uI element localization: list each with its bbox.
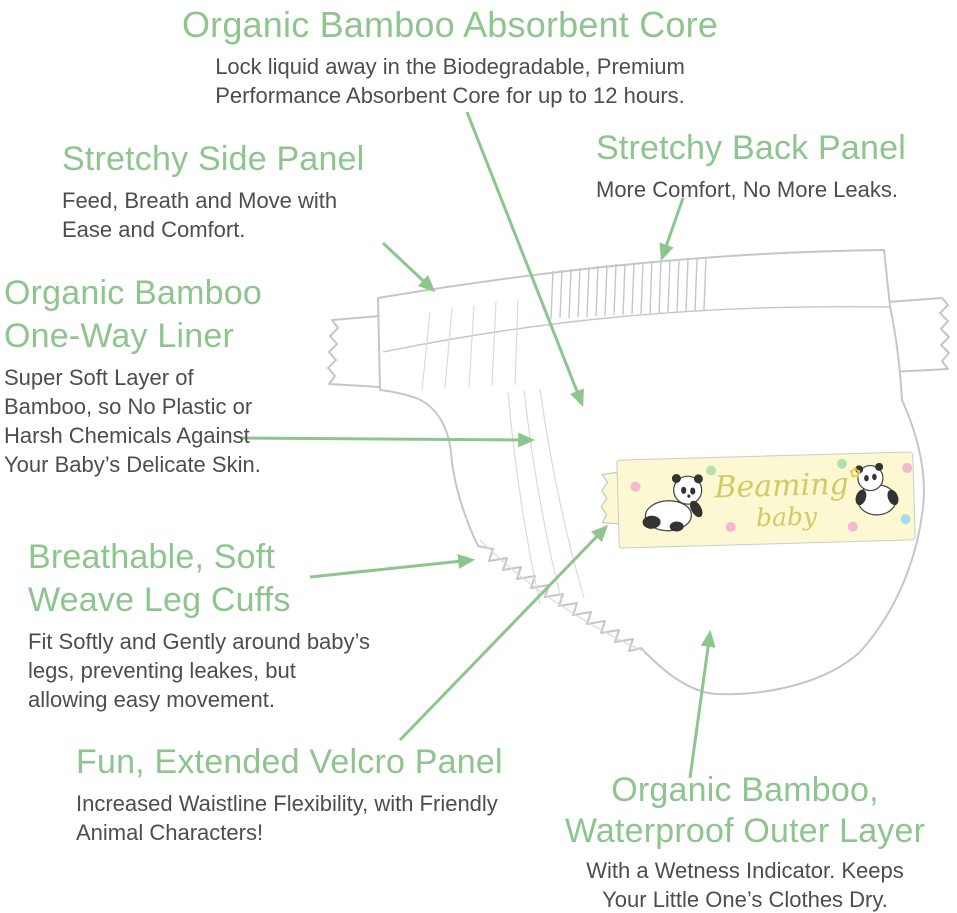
callout-description: With a Wetness Indicator. Keeps Your Lit…: [586, 857, 904, 912]
callout-description: Feed, Breath and Move with Ease and Comf…: [62, 187, 338, 242]
callout-velcro-panel: Fun, Extended Velcro Panel Increased Wai…: [76, 741, 531, 847]
callout-description: Increased Waistline Flexibility, with Fr…: [76, 790, 498, 845]
callout-description: More Comfort, No More Leaks.: [596, 176, 898, 202]
leg-cuff-inner-line: [479, 539, 646, 653]
callout-title: Organic Bamboo, Waterproof Outer Layer: [564, 771, 926, 851]
callout-title: Stretchy Side Panel: [62, 140, 365, 178]
callout-title: Fun, Extended Velcro Panel: [76, 743, 503, 781]
waistband-seam: [382, 305, 890, 353]
callout-title: Stretchy Back Panel: [596, 129, 906, 167]
arrow-back-panel: [659, 197, 685, 262]
right-side-tab: [887, 297, 950, 373]
callout-description: Lock liquid away in the Biodegradable, P…: [215, 54, 685, 109]
arrow-side-panel: [381, 241, 436, 293]
callout-side-panel: Stretchy Side Panel Feed, Breath and Mov…: [62, 138, 364, 244]
callout-title: Organic Bamboo Absorbent Core: [181, 4, 719, 45]
back-panel-gathers: [550, 256, 707, 320]
callout-description: Fit Softly and Gently around baby’s legs…: [28, 628, 371, 712]
arrow-absorbent-core: [465, 111, 584, 407]
callout-outer-layer: Organic Bamboo, Waterproof Outer Layer W…: [535, 770, 955, 913]
side-panel-creases: [421, 299, 519, 391]
callout-title: Breathable, Soft Weave Leg Cuffs: [28, 538, 291, 619]
panda-left-icon: [642, 473, 703, 532]
label-velcro-tab: [600, 471, 623, 525]
arrow-leg-cuffs: [309, 554, 476, 579]
flower-icon: ✿: [849, 464, 861, 480]
brand-label: Beaming baby ✿: [600, 451, 916, 549]
arrow-velcro-panel: [398, 524, 609, 742]
callout-title: Organic Bamboo One-Way Liner: [4, 274, 262, 355]
brand-name-line2: baby: [756, 502, 819, 533]
callout-description: Super Soft Layer of Bamboo, so No Plasti…: [4, 364, 261, 477]
callout-back-panel: Stretchy Back Panel More Comfort, No Mor…: [596, 127, 906, 204]
panda-right-icon: [855, 462, 899, 516]
left-side-tab: [327, 315, 381, 388]
callout-arrows: [239, 111, 716, 779]
arrow-one-way-liner: [239, 432, 536, 448]
callout-one-way-liner: Organic Bamboo One-Way Liner Super Soft …: [4, 272, 299, 479]
brand-name-line1: Beaming: [713, 467, 849, 506]
arrow-outer-layer: [688, 629, 716, 779]
callout-absorbent-core: Organic Bamboo Absorbent Core Lock liqui…: [180, 2, 720, 110]
callout-leg-cuffs: Breathable, Soft Weave Leg Cuffs Fit Sof…: [28, 536, 376, 714]
label-background: [616, 451, 916, 549]
